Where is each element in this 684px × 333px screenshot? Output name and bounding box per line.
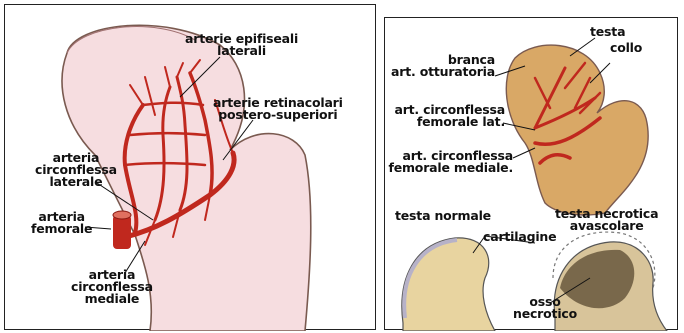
label-arteria-circonflessa-laterale: arteria circonflessa laterale [35, 152, 117, 188]
femoral-head-vascular-illustration: arterie epifiseali laterali arterie reti… [4, 4, 376, 330]
label-osso-necrotico: osso necrotico [513, 296, 577, 320]
label-cartilagine: cartilagine [483, 231, 556, 243]
normal-femoral-head [402, 238, 495, 331]
label-arterie-retinacolari: arterie retinacolari postero-superiori [213, 97, 343, 121]
label-testa: testa [590, 26, 625, 38]
label-branca-otturatoria: branca art. otturatoria [391, 54, 495, 78]
femoral-head-necrosis-illustration: testa collo branca art. otturatoria art.… [384, 17, 678, 330]
label-collo: collo [610, 42, 642, 54]
femoral-artery-stub [113, 211, 131, 249]
label-arteria-circonflessa-mediale: arteria circonflessa mediale [71, 269, 153, 305]
label-circonflessa-lat: art. circonflessa femorale lat. [387, 104, 505, 128]
label-arterie-epifiseali: arterie epifiseali laterali [185, 33, 298, 57]
upper-femur-bone [506, 45, 648, 215]
label-circonflessa-med: art. circonflessa femorale mediale. [387, 150, 513, 174]
label-arteria-femorale: arteria femorale [31, 211, 92, 235]
label-testa-necrotica: testa necrotica avascolare [555, 208, 658, 232]
label-testa-normale: testa normale [395, 210, 491, 222]
